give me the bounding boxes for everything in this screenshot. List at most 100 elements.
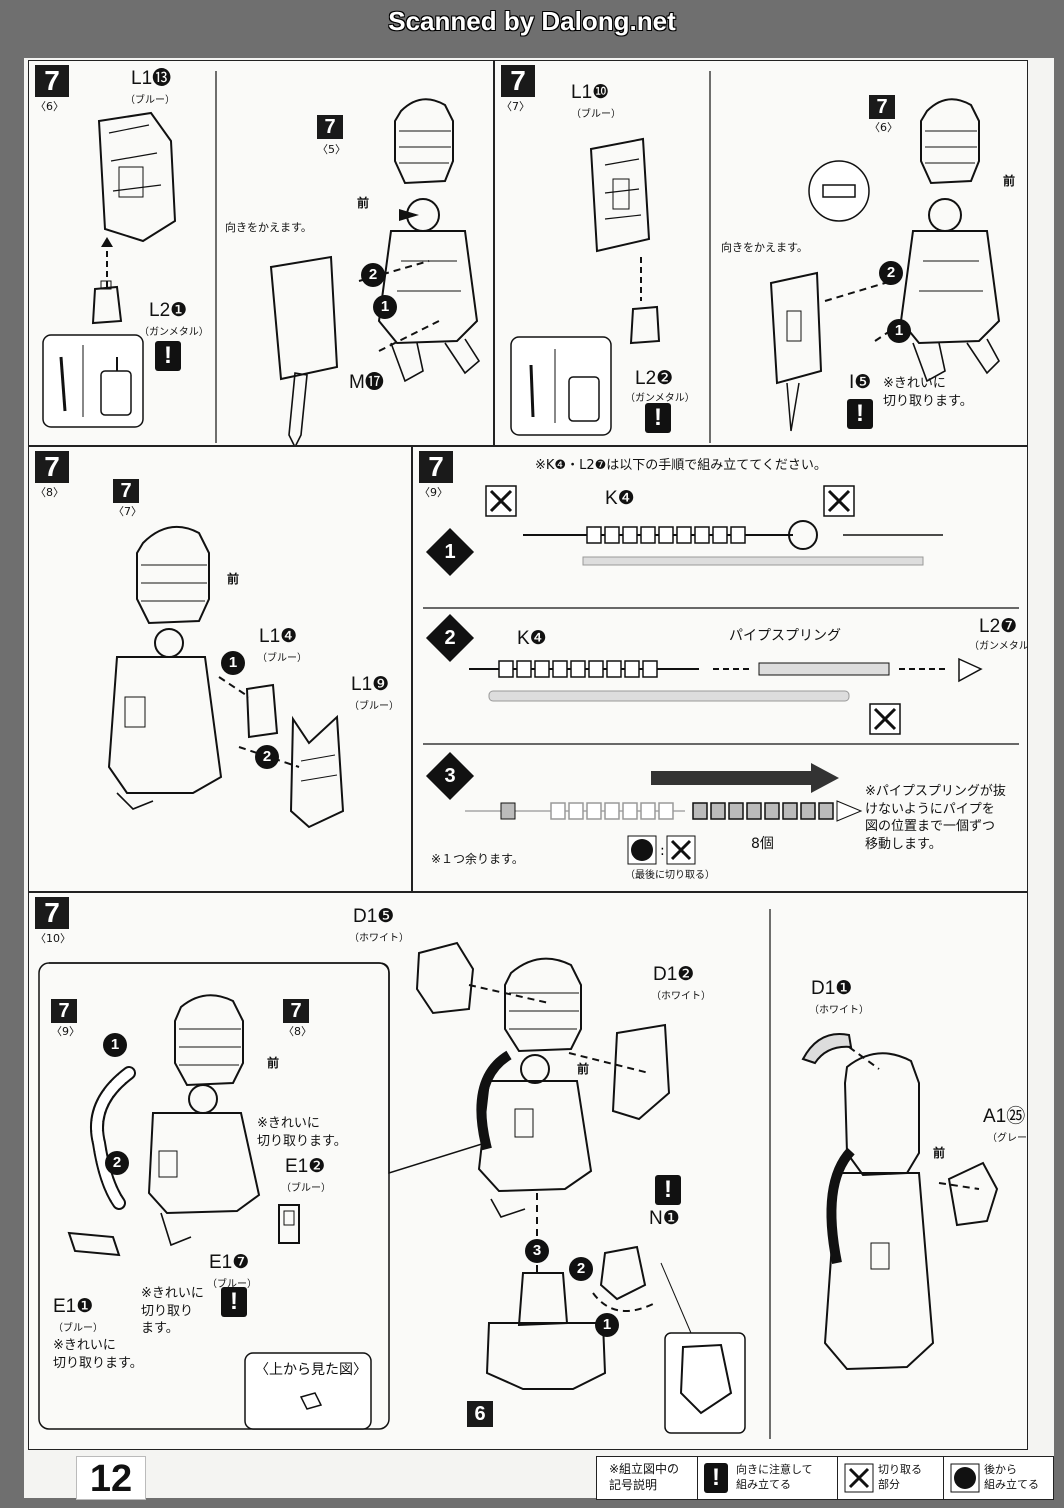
part-l1-shell <box>589 137 651 253</box>
base-step: 6 <box>467 1401 493 1427</box>
step-sub: 〈7〉 <box>501 100 530 113</box>
front-label: 前 <box>1003 174 1016 188</box>
legend-item-caution: ! 向きに注意して 組み立てる <box>697 1457 837 1499</box>
step-marker-2: 2 <box>255 745 279 769</box>
intro-note: ※K❹・L2❼は以下の手順で組み立ててください。 <box>535 458 827 473</box>
part-l1-small <box>245 683 279 739</box>
rear-mark-icon: : <box>627 835 696 865</box>
divider-line <box>423 607 1019 609</box>
part-color: （ガンメタル） <box>969 641 1028 652</box>
assembly-arrows <box>824 276 906 342</box>
part-label-i: I❺ <box>849 372 872 393</box>
part-label-e17: E1❼ <box>209 1252 250 1273</box>
part-label-e11: E1❶ <box>53 1296 94 1317</box>
sub-step-marker: 3 <box>425 751 475 801</box>
part-color: （ブルー） <box>53 1323 103 1334</box>
ref-sub: 〈9〉 <box>51 1025 80 1038</box>
part-color: （ブルー） <box>281 1183 331 1194</box>
assembly-arrows <box>536 1193 656 1312</box>
page-number: 12 <box>76 1456 146 1500</box>
caution-icon: ! <box>655 1175 681 1205</box>
step-marker-1: 1 <box>103 1033 127 1057</box>
step-marker-1: 1 <box>887 319 911 343</box>
part-e11 <box>67 1231 121 1257</box>
inset-frame <box>38 962 486 1430</box>
part-color: （ブルー） <box>207 1279 257 1290</box>
note-turn: 向きをかえます。 <box>721 242 808 254</box>
robot-final-assembly <box>823 1052 935 1371</box>
part-color: （グレー） <box>987 1133 1027 1144</box>
step-number: 7 <box>419 451 453 483</box>
part-l1-shell <box>97 111 177 243</box>
part-leg-armor <box>769 271 823 432</box>
ref-step: 7 <box>317 115 343 139</box>
ref-step: 7 <box>869 95 895 119</box>
move-arrow <box>651 763 839 793</box>
step-marker-1: 1 <box>373 295 397 319</box>
sub-step-marker: 1 <box>425 527 475 577</box>
step-sub: 〈8〉 <box>35 486 64 499</box>
part-n1 <box>599 1245 647 1301</box>
part-color: （ホワイト） <box>809 1005 869 1016</box>
part-color: （ブルー） <box>571 109 621 120</box>
assembly-arrows <box>218 676 300 768</box>
part-label-l2: L2❶ <box>149 300 188 321</box>
count-label: 8個 <box>751 836 774 852</box>
detail-inset <box>510 336 612 436</box>
top-view-label: 〈上から見た図〉 <box>255 1362 367 1378</box>
note-remainder: ※１つ余ります。 <box>431 852 524 866</box>
part-label-l14: L1❹ <box>259 626 298 647</box>
front-label: 前 <box>357 196 370 210</box>
divider-line <box>769 909 771 1439</box>
panel-step-7-10: 7 〈10〉 7 〈9〉 7 〈8〉 前 1 2 ※きれいに 切り取ります。 E… <box>28 892 1028 1450</box>
note-pipe: ※パイプスプリングが抜 けないようにパイプを 図の位置まで一個ずつ 移動します。 <box>865 784 1006 852</box>
divider-line <box>423 743 1019 745</box>
note-cut: ※きれいに 切り取ります。 <box>883 376 973 409</box>
part-label-l1: L1❿ <box>571 82 610 103</box>
part-side-armor <box>269 255 339 445</box>
part-label-d15: D1❺ <box>353 906 395 927</box>
n1-detail-inset <box>660 1262 746 1434</box>
part-label-k4: K❹ <box>605 488 635 509</box>
ref-step: 7 <box>113 479 139 503</box>
part-color: （ホワイト） <box>651 991 711 1002</box>
caution-icon: ! <box>155 341 181 371</box>
part-d11 <box>801 1033 853 1065</box>
note-cut3: ※きれいに 切り取ります。 <box>53 1338 143 1371</box>
step-number: 7 <box>501 65 535 97</box>
note-cut1: ※きれいに 切り取ります。 <box>257 1116 347 1149</box>
legend-title: ※組立図中の 記号説明 <box>609 1462 680 1493</box>
pipe-slide <box>465 800 863 822</box>
step-sub: 〈9〉 <box>419 486 448 499</box>
panel-step-7-9: 7 〈9〉 ※K❹・L2❼は以下の手順で組み立ててください。 1 K❹ 2 K❹… <box>412 446 1028 892</box>
robot-main-assembly <box>476 957 593 1218</box>
step-marker-3: 3 <box>525 1239 549 1263</box>
legend-item-cut: 切り取る 部分 <box>837 1457 943 1499</box>
nipper-icon <box>869 703 901 735</box>
step-marker-2: 2 <box>879 261 903 285</box>
caution-icon: ! <box>221 1287 247 1317</box>
top-view-frame <box>244 1352 372 1430</box>
svg-text::: : <box>660 843 665 859</box>
step-marker-2: 2 <box>569 1257 593 1281</box>
panel-step-7-6: 7 〈6〉 L1⓭ （ブルー） L2❶ （ガンメタル） ! 向きをかえます。 7… <box>28 60 494 446</box>
pipe-hose <box>90 1066 136 1210</box>
rear-mark-icon <box>950 1463 980 1493</box>
step-number: 7 <box>35 897 69 929</box>
part-e12 <box>278 1204 300 1244</box>
part-color: （ブルー） <box>257 653 307 664</box>
part-label-l2: L2❷ <box>635 368 674 389</box>
ref-step: 7 <box>283 999 309 1023</box>
sub-step-marker: 2 <box>425 613 475 663</box>
hook-detail-circle <box>808 160 870 222</box>
part-label-e12: E1❷ <box>285 1156 326 1177</box>
step-marker-2: 2 <box>105 1151 129 1175</box>
ref-sub: 〈5〉 <box>317 143 346 156</box>
robot-torso-assembly <box>107 526 223 810</box>
step-marker-2: 2 <box>361 263 385 287</box>
part-color: （ガンメタル） <box>625 393 695 404</box>
part-label-d12: D1❷ <box>653 964 695 985</box>
part-label-l19: L1❾ <box>351 674 390 695</box>
part-label-l1: L1⓭ <box>131 68 172 89</box>
nipper-icon <box>823 485 855 517</box>
